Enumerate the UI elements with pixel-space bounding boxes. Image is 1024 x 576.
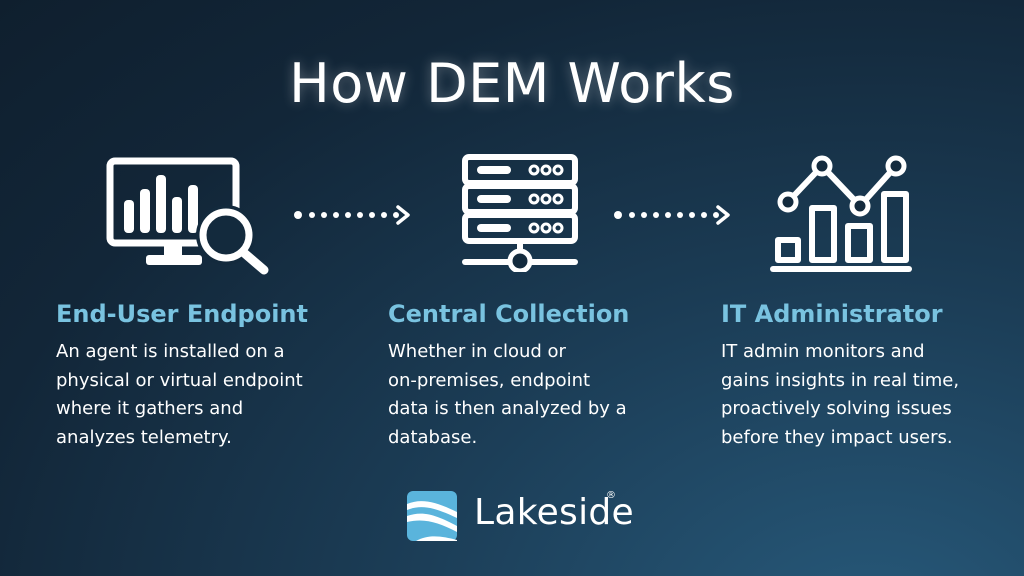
server-database-icon [462, 154, 578, 272]
registered-mark: ® [606, 490, 616, 501]
page-title: How DEM Works [289, 52, 735, 115]
step-description: An agent is installed on a physical or v… [56, 338, 356, 452]
logo-wordmark: Lakeside [474, 492, 634, 533]
step-description-line: IT admin monitors and [721, 341, 925, 362]
step-description-line: An agent is installed on a [56, 341, 285, 362]
step-description-line: gains insights in real time, [721, 369, 960, 391]
monitor-chart-magnifier-icon [106, 157, 269, 275]
step-heading: Central Collection [388, 300, 630, 328]
step-description-line: analyzes telemetry. [56, 426, 232, 448]
step-description-line: proactively solving issues [721, 398, 952, 419]
step-central-collection: Central Collection Whether in cloud or o… [388, 300, 688, 452]
step-heading: End-User Endpoint [56, 300, 308, 328]
step-it-administrator: IT Administrator IT admin monitors and g… [721, 300, 1021, 452]
step-description: IT admin monitors and gains insights in … [721, 338, 1021, 452]
bar-line-chart-icon [770, 155, 912, 272]
step-description-line: before they impact users. [721, 426, 953, 448]
step-description-line: Whether in cloud or [388, 341, 566, 362]
step-description-line: on-premises, endpoint [388, 369, 591, 391]
step-description-line: physical or virtual endpoint [56, 369, 303, 391]
step-description-line: data is then analyzed by a [388, 398, 627, 419]
lakeside-logo: Lakeside ® [406, 490, 646, 542]
step-heading: IT Administrator [721, 300, 943, 328]
flow-arrow [614, 205, 730, 225]
step-description-line: database. [388, 426, 478, 448]
flow-arrow [294, 205, 410, 225]
step-description-line: where it gathers and [56, 398, 244, 419]
step-description: Whether in cloud or on-premises, endpoin… [388, 338, 688, 452]
step-end-user-endpoint: End-User Endpoint An agent is installed … [56, 300, 356, 452]
lakeside-logo-icon [407, 491, 457, 541]
